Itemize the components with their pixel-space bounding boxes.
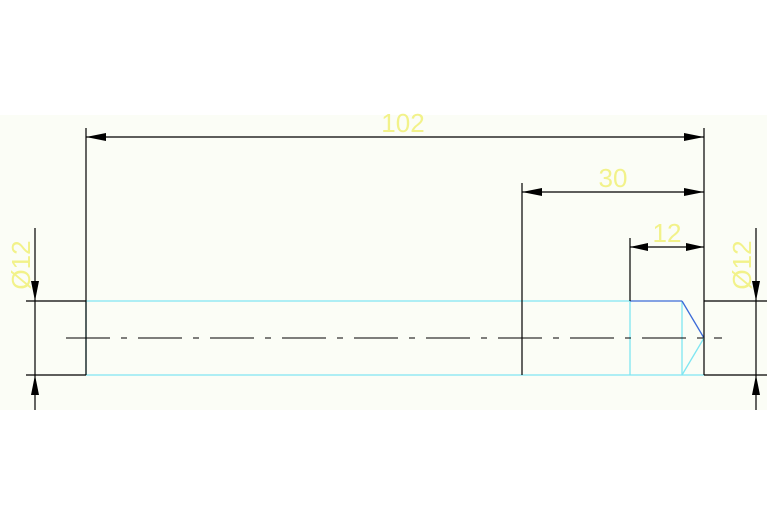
- arrow-102-left: [86, 133, 106, 141]
- arrow-30-left: [522, 188, 542, 196]
- chamfer-upper-edge: [681, 300, 705, 339]
- arrowheads: [31, 133, 760, 395]
- arrow-12-left: [630, 243, 648, 251]
- dimension-texts: 102 30 12 Ø12 Ø12: [6, 108, 757, 290]
- dim-text-102: 102: [381, 108, 424, 138]
- dim-text-right-diameter: Ø12: [727, 240, 757, 289]
- arrow-left-dia-bottom: [31, 375, 39, 395]
- drawing-area: [0, 115, 767, 410]
- dim-text-left-diameter: Ø12: [6, 240, 36, 289]
- arrow-30-right: [684, 188, 704, 196]
- arrow-right-dia-bottom: [752, 375, 760, 395]
- chamfer-edges: [630, 300, 705, 339]
- dim-text-12: 12: [653, 218, 682, 248]
- dim-text-30: 30: [599, 163, 628, 193]
- arrow-12-right: [686, 243, 704, 251]
- arrow-right-dia-top: [752, 281, 760, 301]
- arrow-left-dia-top: [31, 281, 39, 301]
- arrow-102-right: [684, 133, 704, 141]
- chamfer-lower-edge: [681, 337, 705, 376]
